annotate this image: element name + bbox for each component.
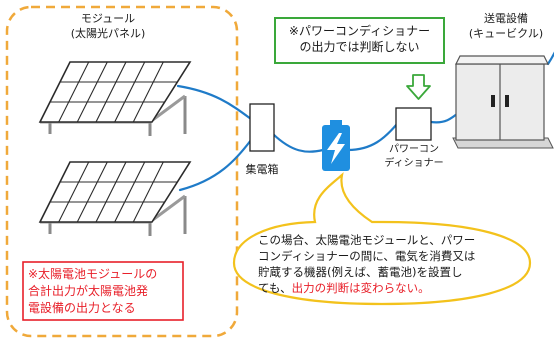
solar-panel-upper: [38, 61, 192, 136]
power-conditioner-box: [395, 107, 432, 141]
conditioner-label-line-1: パワーコン: [389, 144, 439, 155]
note-text: ※太陽電池モジュールの 合計出力が太陽電池発 電設備の出力となる: [28, 266, 180, 317]
bubble-highlight: 出力の判断は変わらない。: [291, 281, 430, 295]
bubble-line-4-prefix: ても、: [258, 281, 292, 295]
callout-text: ※パワーコンディショナー の出力では判断しない: [278, 23, 441, 55]
module-label-line-2: (太陽光パネル): [70, 27, 146, 40]
bubble-line-4: ても、出力の判断は変わらない。: [258, 280, 520, 296]
cable-battery-to-pcs: [346, 122, 399, 152]
substation-label: 送電設備 (キュービクル): [462, 11, 550, 41]
cubicle-substation: [452, 55, 554, 149]
module-label: モジュール (太陽光パネル): [60, 11, 156, 41]
note-line-3: 電設備の出力となる: [28, 301, 136, 315]
callout-box: [274, 17, 445, 64]
callout-line-2: の出力では判断しない: [299, 40, 420, 54]
module-area-border: [5, 5, 239, 338]
solar-panel-lower: [38, 161, 192, 236]
note-line-1: ※太陽電池モジュールの: [28, 267, 158, 281]
speech-bubble: [232, 172, 532, 306]
cable-cubicle-out: [546, 51, 554, 66]
junction-box-label: 集電箱: [245, 163, 279, 176]
cable-upper-panel: [176, 84, 253, 121]
note-box: [22, 261, 184, 321]
callout-line-1: ※パワーコンディショナー: [288, 24, 431, 38]
bubble-line-2: コンディショナーの間に、電気を消費又は: [258, 249, 476, 263]
bubble-line-1: この場合、太陽電池モジュールと、パワー: [258, 233, 476, 247]
cable-box-to-battery: [271, 132, 325, 153]
battery-icon: [322, 120, 350, 171]
conditioner-label-line-2: ディショナー: [384, 158, 444, 169]
substation-label-line-1: 送電設備: [484, 12, 528, 25]
down-arrow-icon: [406, 74, 431, 100]
module-label-line-1: モジュール: [80, 12, 136, 25]
substation-label-line-2: (キュービクル): [468, 27, 544, 40]
note-line-2: 合計出力が太陽電池発: [28, 284, 149, 298]
junction-box: [249, 103, 275, 152]
bubble-line-3: 貯蔵する機器(例えば、蓄電池)を設置し: [258, 265, 463, 279]
conditioner-label: パワーコン ディショナー: [384, 143, 444, 171]
cable-lower-panel: [178, 138, 253, 192]
bubble-text: この場合、太陽電池モジュールと、パワー コンディショナーの間に、電気を消費又は …: [258, 232, 520, 296]
